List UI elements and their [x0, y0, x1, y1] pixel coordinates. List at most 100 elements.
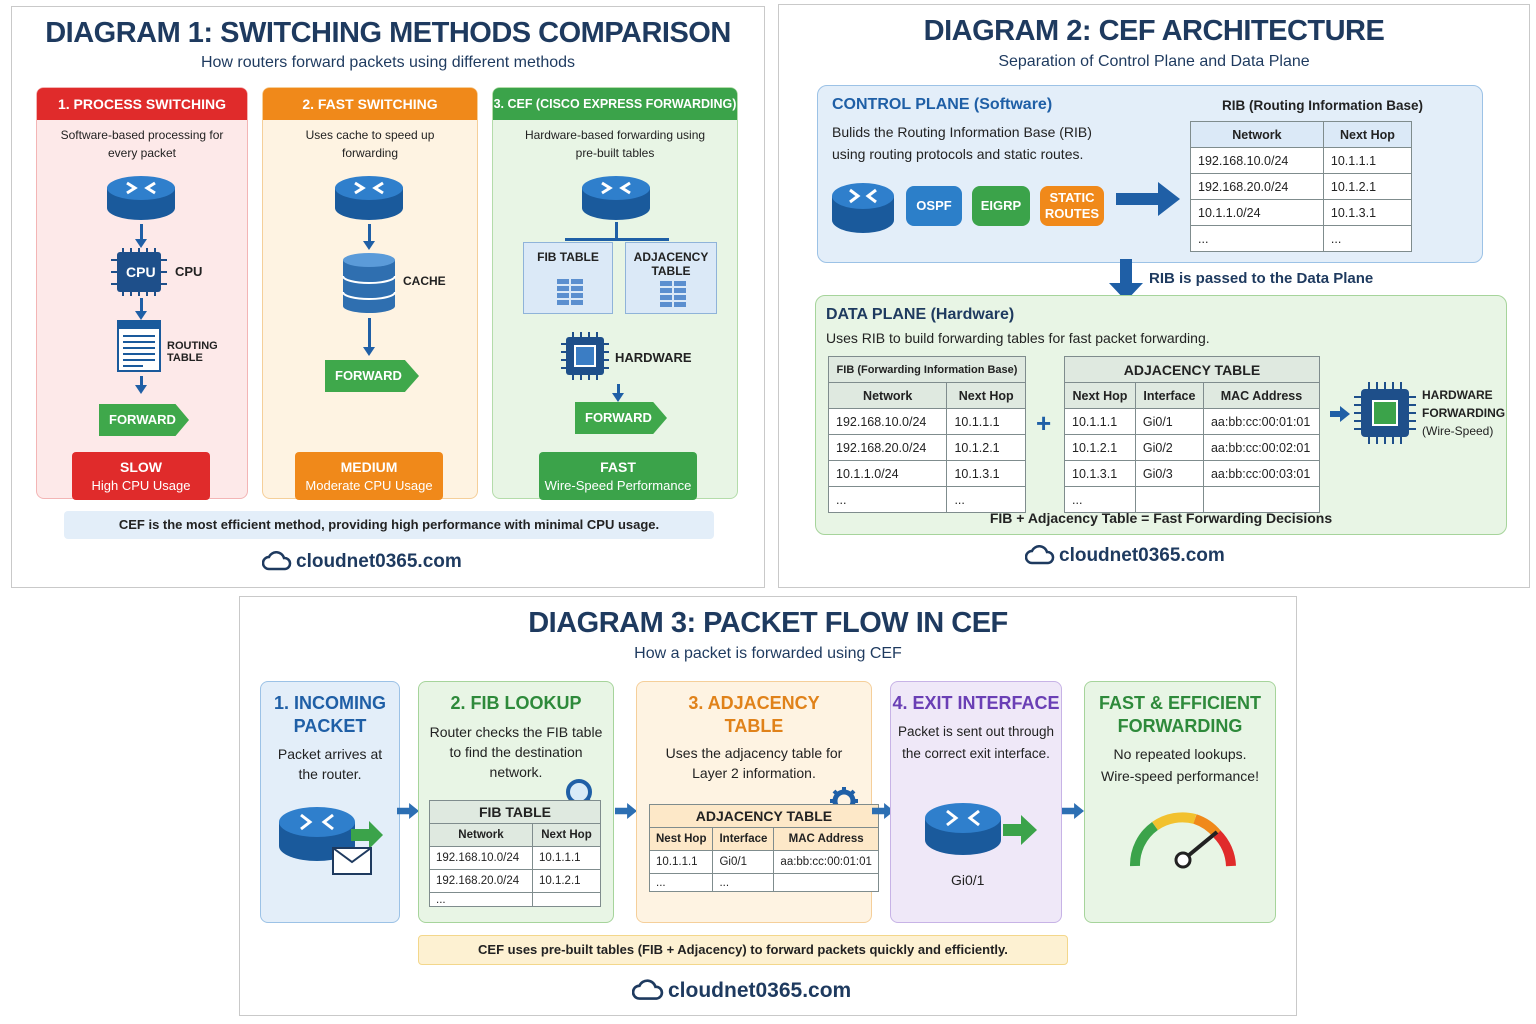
rib-cell: ... [1322, 225, 1413, 252]
step5-text-line1: No repeated lookups. [1113, 746, 1247, 762]
brand-logo: cloudnet0365.com [261, 551, 462, 573]
step2-text-line3: network. [489, 764, 543, 780]
speedometer-icon [1130, 812, 1236, 869]
data-plane-heading: DATA PLANE (Hardware) [826, 306, 1015, 323]
forward-arrow-label: FORWARD [575, 402, 667, 434]
diagram-2-subtitle: Separation of Control Plane and Data Pla… [998, 53, 1310, 70]
static-label-1: STATIC [1049, 190, 1095, 205]
hw-line3: (Wire-Speed) [1422, 424, 1494, 438]
adjacency-table-label-1: ADJACENCY [633, 250, 709, 264]
router-with-envelope-icon [279, 807, 383, 875]
router-split-connector [565, 238, 669, 241]
eigrp-badge: EIGRP [972, 186, 1030, 226]
hardware-chip-icon [1354, 382, 1416, 444]
rib-header-nexthop: Next Hop [1322, 121, 1413, 148]
adj-header: Nest Hop [648, 827, 714, 851]
table-grid-icon [557, 279, 583, 305]
step-adjacency-table: 3. ADJACENCY TABLE Uses the adjacency ta… [636, 681, 879, 923]
control-plane-box: CONTROL PLANE (Software) Bulids the Rout… [817, 85, 1483, 263]
static-label-2: ROUTES [1044, 206, 1100, 221]
process-switching-desc-line1: Software-based processing for [60, 128, 224, 142]
step3-title-line2: TABLE [724, 716, 784, 736]
adjacency-table-label-2: TABLE [651, 264, 691, 278]
down-arrow-icon [1109, 259, 1143, 301]
router-icon [832, 183, 894, 233]
step4-title: 4. EXIT INTERFACE [892, 693, 1060, 713]
table-grid-icon [660, 281, 686, 307]
speed-label: SLOW [120, 459, 162, 475]
fib-table-label: FIB TABLE [537, 250, 599, 264]
diagram-1-note: CEF is the most efficient method, provid… [64, 511, 714, 539]
adjacency-table-card: ADJACENCY TABLE [625, 242, 717, 314]
step3-text-line1: Uses the adjacency table for [665, 745, 843, 761]
hw-line1: HARDWARE [1422, 388, 1493, 402]
step2-title: 2. FIB LOOKUP [450, 693, 582, 713]
step-fast-forwarding: FAST & EFFICIENT FORWARDING No repeated … [1084, 681, 1276, 923]
step1-text-line1: Packet arrives at [277, 746, 383, 762]
routing-table-label: ROUTING TABLE [167, 340, 218, 364]
rib-cell: 192.168.10.0/24 [1190, 147, 1324, 174]
step1-text-line2: the router. [298, 766, 362, 782]
fib-cell: 192.168.20.0/24 [827, 434, 948, 461]
router-icon [335, 176, 403, 220]
fib-header-network: Network [827, 382, 948, 409]
adj-cell: ... [712, 873, 775, 892]
right-arrow-icon [1116, 182, 1180, 216]
hardware-forwarding-label: HARDWARE FORWARDING (Wire-Speed) [1422, 386, 1505, 440]
adj-header: MAC Address [773, 827, 879, 851]
rib-cell: 10.1.3.1 [1322, 199, 1413, 226]
fib-cell: 192.168.20.0/24 [429, 869, 533, 893]
diagram-3-note: CEF uses pre-built tables (FIB + Adjacen… [418, 935, 1068, 965]
speed-sublabel: Moderate CPU Usage [305, 478, 433, 493]
diagram-3-subtitle: How a packet is forwarded using CEF [634, 645, 902, 662]
hw-line2: FORWARDING [1422, 406, 1506, 420]
control-plane-desc-line2: using routing protocols and static route… [832, 146, 1084, 162]
cache-label: CACHE [403, 274, 446, 288]
step-incoming-packet: 1. INCOMING PACKET Packet arrives at the… [260, 681, 400, 923]
step1-title-line1: 1. INCOMING [273, 693, 386, 713]
adj-header: Interface [712, 827, 775, 851]
fib-cell: 10.1.3.1 [946, 460, 1026, 487]
step5-title-line2: FORWARDING [1117, 716, 1243, 736]
data-plane-box: DATA PLANE (Hardware) Uses RIB to build … [815, 295, 1507, 535]
speed-sublabel: High CPU Usage [91, 478, 191, 493]
fast-switching-desc-line2: forwarding [341, 146, 399, 160]
diagram-1-title: DIAGRAM 1: SWITCHING METHODS COMPARISON [45, 17, 731, 49]
adj-cell: 10.1.3.1 [1064, 460, 1136, 487]
adj-cell [1202, 486, 1321, 513]
step4-text-line1: Packet is sent out through [897, 724, 1055, 739]
adj-cell: aa:bb:cc:00:01:01 [773, 850, 879, 874]
rib-header-network: Network [1190, 121, 1324, 148]
process-switching-column: 1. PROCESS SWITCHING Software-based proc… [36, 87, 248, 500]
forward-arrow-label: FORWARD [99, 404, 189, 436]
table-row: ... [1064, 486, 1321, 513]
control-plane-desc-line1: Bulids the Routing Information Base (RIB… [832, 124, 1092, 140]
fib-cell: 10.1.2.1 [946, 434, 1026, 461]
fib-cell: ... [429, 892, 533, 907]
adj-cell: ... [1064, 486, 1136, 513]
rib-title: RIB (Routing Information Base) [1222, 98, 1423, 113]
brand-text: cloudnet0365.com [668, 979, 852, 1002]
adj-cell: Gi0/3 [1134, 460, 1204, 487]
adj-header: MAC Address [1202, 382, 1321, 409]
cef-column: 3. CEF (CISCO EXPRESS FORWARDING) Hardwa… [492, 87, 738, 500]
cef-header: 3. CEF (CISCO EXPRESS FORWARDING) [493, 88, 737, 120]
process-switching-header: 1. PROCESS SWITCHING [37, 88, 247, 120]
adj-cell: ... [648, 873, 714, 892]
rib-cell: 192.168.20.0/24 [1190, 173, 1324, 200]
fib-cell: 10.1.1.1 [531, 846, 602, 870]
cache-database-icon [342, 253, 396, 313]
table-row: ...... [1190, 225, 1413, 252]
router-exit-icon [925, 803, 1037, 855]
brand-text: cloudnet0365.com [1059, 545, 1225, 566]
flow-arrow-icon [363, 224, 375, 250]
